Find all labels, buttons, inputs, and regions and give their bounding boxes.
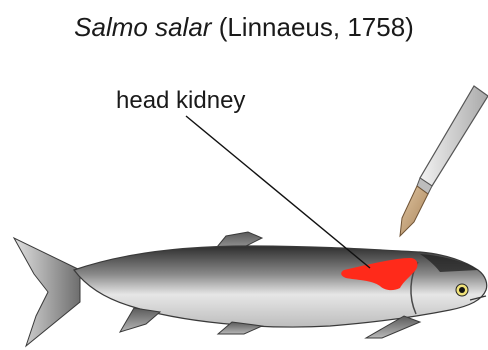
callout-leader-line <box>186 116 370 268</box>
fish-eye <box>456 284 468 296</box>
anal-fin <box>120 308 160 332</box>
head-kidney-label: head kidney <box>116 86 245 116</box>
scalpel-icon <box>400 86 488 236</box>
tail-fin <box>14 238 80 346</box>
